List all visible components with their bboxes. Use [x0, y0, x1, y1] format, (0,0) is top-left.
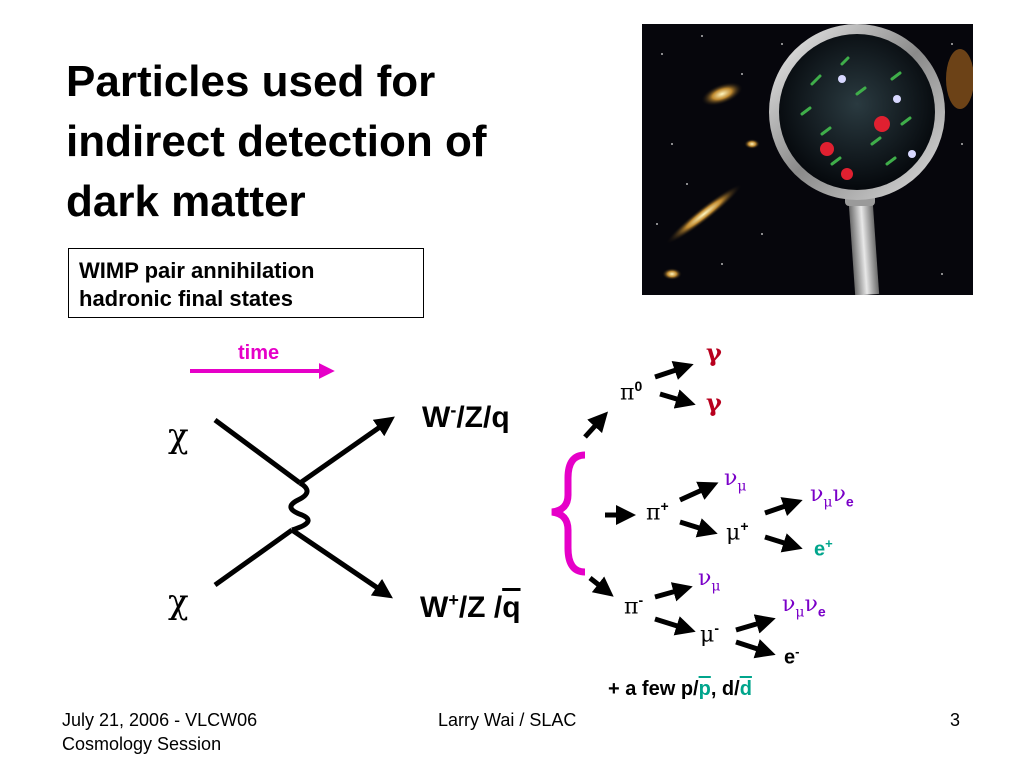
- gamma-2-label: γ: [706, 388, 722, 417]
- nu-mu-e-1a-symbol: ν: [810, 482, 824, 507]
- pi-minus-label: π-: [624, 592, 643, 619]
- boson-bottom-rest: /Z /: [458, 591, 503, 624]
- positron-sup: +: [825, 536, 833, 551]
- gamma-1-label: γ: [706, 338, 722, 367]
- boson-top-sup: -: [450, 400, 457, 420]
- nu-mu-nu-e-2-label: νμνe: [782, 592, 826, 620]
- boson-bottom-label: W+/Z /q: [420, 590, 521, 625]
- antideuteron-symbol: d: [739, 678, 752, 700]
- pi-plus-symbol: π: [646, 500, 661, 526]
- nu-mu-e-2a-sub: μ: [795, 604, 805, 621]
- annihilation-caption-box: WIMP pair annihilation hadronic final st…: [68, 248, 424, 318]
- pi-plus-sup: +: [660, 498, 669, 514]
- mu-plus-label: μ+: [726, 518, 749, 545]
- nu-mu-e-2b-sub: e: [817, 603, 826, 620]
- decay-arrows: [583, 360, 803, 659]
- nu-mu-2-symbol: ν: [698, 566, 712, 591]
- positron-symbol: e: [814, 538, 826, 561]
- pi0-label: π0: [620, 378, 642, 405]
- nu-mu-2-label: νμ: [698, 566, 720, 594]
- nu-mu-2-sub: μ: [711, 578, 721, 595]
- nu-mu-e-1b-symbol: ν: [832, 482, 846, 507]
- footer-author: Larry Wai / SLAC: [438, 710, 577, 730]
- nu-mu-e-2a-symbol: ν: [782, 592, 796, 617]
- mu-minus-label: μ-: [700, 620, 719, 647]
- pi-minus-sup: -: [638, 592, 644, 608]
- hadronization-brace: [551, 451, 586, 576]
- positron-label: e+: [814, 536, 833, 562]
- pi0-symbol: π: [620, 380, 635, 406]
- antiparticles-prefix: + a few p/: [608, 678, 699, 700]
- footer-line-1: July 21, 2006 - VLCW06: [62, 710, 258, 730]
- boson-top-label: W-/Z/q: [422, 400, 510, 435]
- boson-bottom-qbar: q: [502, 591, 521, 624]
- caption-line-1: WIMP pair annihilation: [79, 258, 315, 283]
- title-line-1: Particles used for: [66, 57, 436, 106]
- electron-label: e-: [784, 644, 799, 670]
- chi-top-label: χ: [168, 416, 189, 456]
- nu-mu-e-2b-symbol: ν: [804, 592, 818, 617]
- boson-top-rest: /Z/q: [456, 401, 510, 434]
- mu-plus-sup: +: [740, 518, 749, 534]
- footer-date-session: July 21, 2006 - VLCW06 Cosmology Session: [62, 708, 257, 756]
- title-line-3: dark matter: [66, 177, 306, 226]
- electron-symbol: e: [784, 646, 796, 669]
- chi-bottom-label: χ: [168, 582, 189, 622]
- time-label: time: [238, 342, 280, 364]
- antiparticles-note: + a few p/p, d/d: [608, 678, 752, 701]
- boson-top-w: W: [422, 401, 451, 434]
- pi-plus-label: π+: [646, 498, 669, 525]
- nu-mu-1-symbol: ν: [724, 466, 738, 491]
- nu-mu-1-sub: μ: [737, 478, 747, 495]
- slide-title: Particles used for indirect detection of…: [66, 52, 626, 232]
- electron-sup: -: [795, 644, 800, 659]
- nu-mu-e-1b-sub: e: [845, 493, 854, 510]
- nu-mu-nu-e-1-label: νμνe: [810, 482, 854, 510]
- mu-plus-symbol: μ: [726, 520, 741, 546]
- pi0-sup: 0: [634, 378, 643, 394]
- page-number: 3: [950, 710, 961, 730]
- title-line-2: indirect detection of: [66, 117, 487, 166]
- mu-minus-sup: -: [714, 620, 719, 636]
- magnifying-glass-galaxy-image: [642, 24, 973, 295]
- feynman-lines: [213, 416, 395, 599]
- footer-line-2: Cosmology Session: [62, 734, 222, 754]
- mu-minus-symbol: μ: [700, 622, 715, 648]
- boson-bottom-w: W: [420, 591, 449, 624]
- pi-minus-symbol: π: [624, 594, 639, 620]
- antiproton-symbol: p: [698, 678, 711, 700]
- antiparticles-mid: , d/: [710, 678, 740, 700]
- caption-line-2: hadronic final states: [79, 286, 293, 311]
- boson-bottom-sup: +: [448, 590, 459, 610]
- nu-mu-e-1a-sub: μ: [823, 494, 833, 511]
- nu-mu-1-label: νμ: [724, 466, 746, 494]
